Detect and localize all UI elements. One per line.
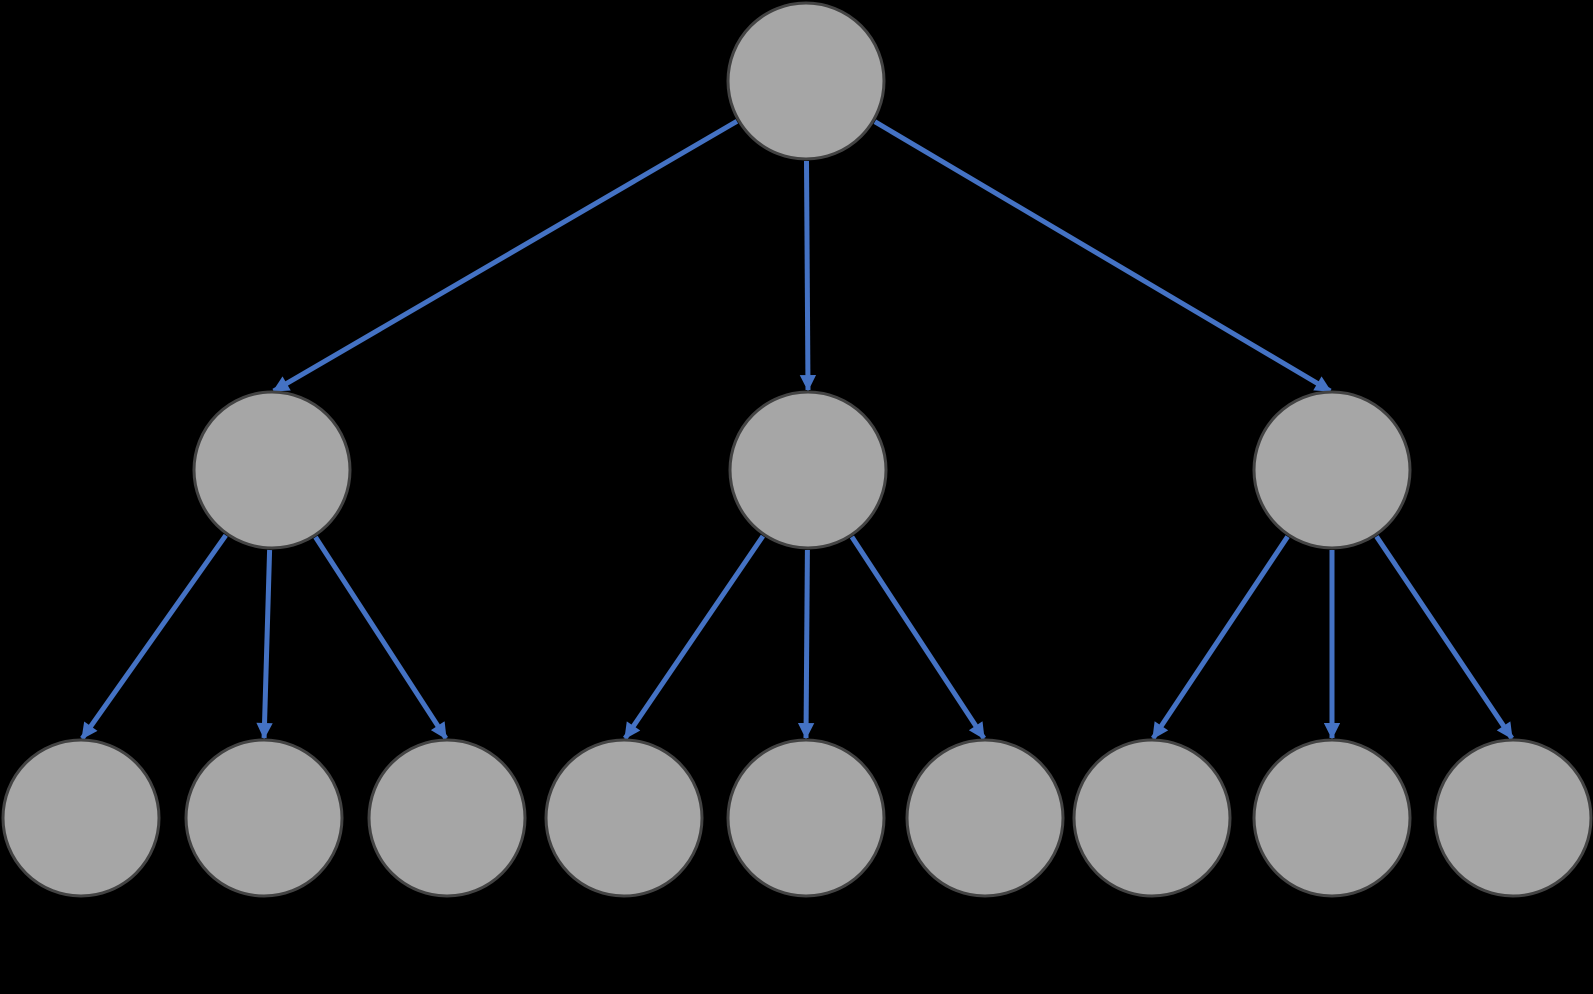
tree-node-b5	[726, 738, 886, 898]
tree-node-b3	[367, 738, 527, 898]
tree-edge-root-m1	[272, 119, 739, 394]
tree-node-b8	[1252, 738, 1412, 898]
tree-node-root	[726, 1, 886, 161]
tree-node-m2	[728, 390, 888, 550]
tree-node-m3	[1252, 390, 1412, 550]
tree-node-m1	[192, 390, 352, 550]
tree-edge-m3-b7	[1151, 535, 1290, 740]
tree-edge-m2-b5	[797, 549, 815, 740]
tree-node-b4	[544, 738, 704, 898]
tree-node-b6	[905, 738, 1065, 898]
tree-node-b7	[1072, 738, 1232, 898]
tree-edge-m1-b1	[80, 533, 228, 740]
tree-edge-m2-b6	[849, 535, 986, 740]
tree-edge-root-m2	[799, 160, 817, 392]
tree-edge-m1-b2	[256, 549, 273, 740]
tree-node-b9	[1433, 738, 1593, 898]
tree-node-b2	[184, 738, 344, 898]
tree-edge-m2-b4	[623, 534, 765, 740]
tree-edge-m3-b9	[1374, 535, 1514, 740]
tree-node-b1	[1, 738, 161, 898]
tree-edge-root-m3	[873, 119, 1332, 394]
tree-edge-m1-b3	[313, 535, 448, 740]
